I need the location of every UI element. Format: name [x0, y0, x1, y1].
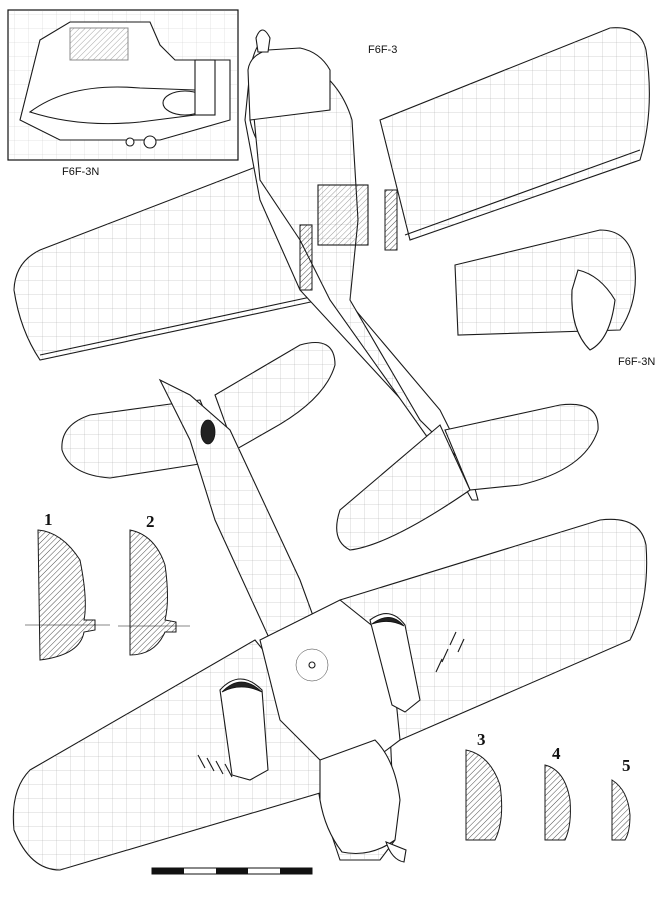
inset-nose-detail — [7, 9, 239, 161]
section-label-3: 3 — [477, 730, 486, 749]
section-label-5: 5 — [622, 756, 631, 775]
section-label-2: 2 — [146, 512, 155, 531]
section-label-4: 4 — [552, 744, 561, 763]
top-view-label: F6F-3 — [368, 44, 398, 56]
scale-bar — [151, 867, 313, 875]
bottom-view-aircraft — [12, 341, 648, 871]
inset-top-left-label: F6F-3N — [62, 166, 100, 178]
top-view-aircraft — [13, 27, 650, 551]
section-label-1: 1 — [44, 510, 53, 529]
inset-right-label: F6F-3N — [618, 356, 656, 368]
inset-wing-detail — [454, 229, 636, 351]
section-profiles — [25, 529, 631, 841]
